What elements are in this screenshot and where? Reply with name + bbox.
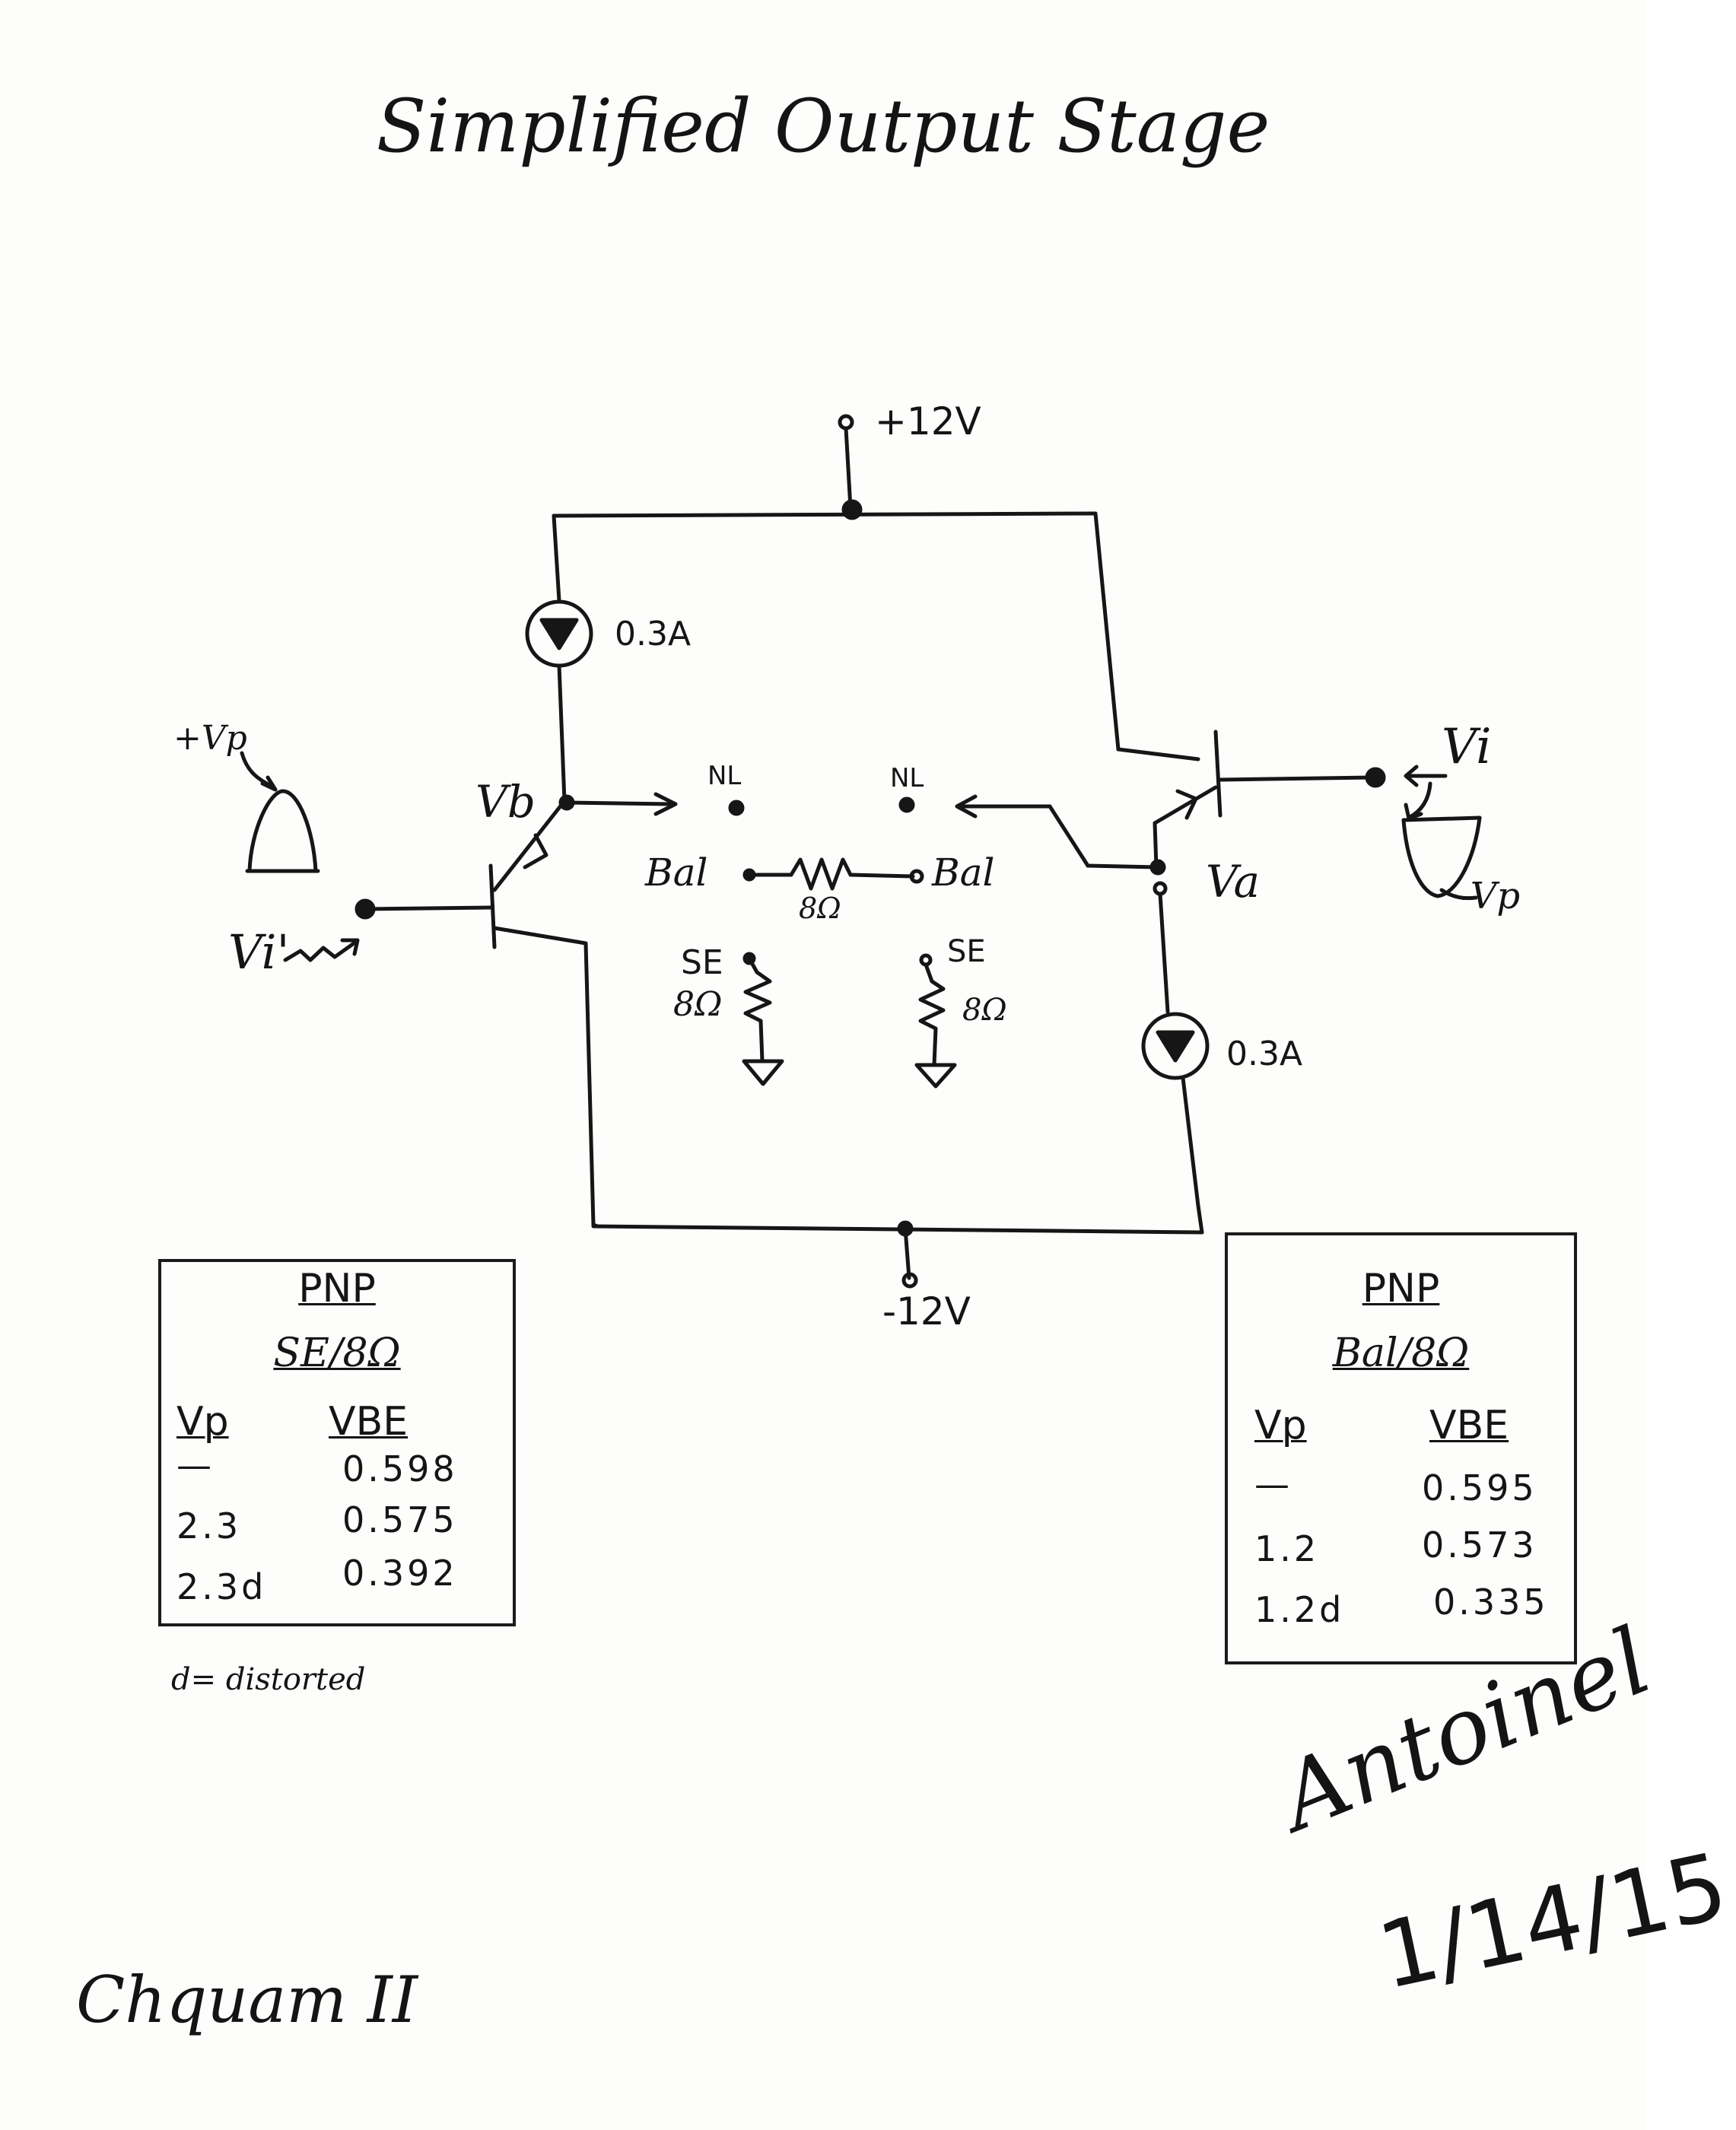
- label-se-right-resistor: 8Ω: [962, 993, 1007, 1028]
- page-title: Simplified Output Stage: [376, 84, 1270, 169]
- label-plus-12v: +12V: [875, 399, 981, 443]
- current-source-left: [525, 599, 593, 803]
- se-right-resistor: [914, 953, 957, 1089]
- label-bal-resistor: 8Ω: [799, 892, 841, 925]
- table-right-type: PNP: [1362, 1266, 1440, 1311]
- vi-prime-arrow-icon: [283, 938, 360, 962]
- label-se-left-resistor: 8Ω: [673, 985, 723, 1024]
- table-left-r3-vbe: 0.392: [342, 1553, 458, 1594]
- table-left-r2-vp: 2.3: [176, 1505, 242, 1547]
- bal-resistor: [742, 857, 924, 891]
- footer-left-text: Chquam II: [76, 1963, 418, 2037]
- waveform-positive-icon: [240, 751, 320, 873]
- label-se-left: SE: [681, 943, 723, 982]
- table-left-col-vbe: VBE: [329, 1399, 409, 1445]
- label-vb: Vb: [475, 776, 536, 828]
- va-node-wiring: [955, 794, 1160, 869]
- table-left-r3-vp: 2.3d: [176, 1566, 267, 1607]
- label-current-bottom: 0.3A: [1226, 1035, 1303, 1073]
- waveform-negative-icon: [1401, 815, 1482, 901]
- transistor-right: [1116, 730, 1386, 1014]
- label-plus-vp: +Vp: [173, 719, 247, 758]
- transistor-left: [355, 799, 599, 1229]
- table-left-type: PNP: [298, 1266, 376, 1311]
- table-left-r1-vbe: 0.598: [342, 1448, 458, 1489]
- table-right-r1-vp: —: [1254, 1464, 1292, 1505]
- label-minus-12v: -12V: [882, 1289, 971, 1334]
- table-right-col-vp: Vp: [1254, 1403, 1307, 1448]
- table-left-note: d= distorted: [171, 1662, 366, 1697]
- table-right-r2-vbe: 0.573: [1422, 1524, 1537, 1566]
- table-left: PNP SE/8Ω Vp VBE — 0.598 2.3 0.575 2.3d …: [158, 1259, 516, 1626]
- label-bal-left: Bal: [645, 850, 708, 895]
- label-nl-right: NL: [890, 763, 924, 793]
- label-nl-left: NL: [707, 761, 742, 791]
- table-left-config: SE/8Ω: [273, 1330, 401, 1376]
- table-left-r1-vp: —: [176, 1445, 215, 1486]
- label-va: Va: [1206, 856, 1261, 908]
- positive-supply-terminal: [838, 414, 863, 520]
- table-right-col-vbe: VBE: [1429, 1403, 1509, 1448]
- label-se-right: SE: [947, 934, 986, 969]
- label-bal-right: Bal: [932, 850, 995, 895]
- table-right-r3-vp: 1.2d: [1254, 1589, 1345, 1630]
- table-right-config: Bal/8Ω: [1332, 1330, 1470, 1376]
- ground-right-icon: [914, 1063, 957, 1089]
- top-rail-wire: [552, 511, 1121, 752]
- table-right: PNP Bal/8Ω Vp VBE — 0.595 1.2 0.573 1.2d…: [1225, 1232, 1577, 1664]
- table-right-r1-vbe: 0.595: [1422, 1467, 1537, 1508]
- current-source-right: [1141, 1012, 1210, 1208]
- se-left-resistor: [742, 952, 784, 1086]
- vi-arrow-icon: [1404, 765, 1448, 821]
- label-minus-vp: -Vp: [1461, 875, 1521, 917]
- vb-node: [558, 792, 678, 816]
- nl-right-terminal: [898, 796, 915, 813]
- nl-left-terminal: [728, 800, 745, 816]
- bottom-rail-wire: [591, 1203, 1204, 1289]
- label-current-top: 0.3A: [615, 615, 692, 653]
- circuit-diagram: [240, 414, 1482, 1289]
- notebook-page: Simplified Output Stage: [76, 84, 1736, 2037]
- label-vi-right: Vi: [1442, 719, 1492, 775]
- table-right-r2-vp: 1.2: [1254, 1528, 1320, 1569]
- ground-left-icon: [742, 1059, 784, 1086]
- label-vi-prime-left: Vi': [228, 924, 290, 980]
- table-left-r2-vbe: 0.575: [342, 1499, 458, 1540]
- table-left-col-vp: Vp: [176, 1399, 229, 1445]
- table-right-r3-vbe: 0.335: [1433, 1582, 1549, 1623]
